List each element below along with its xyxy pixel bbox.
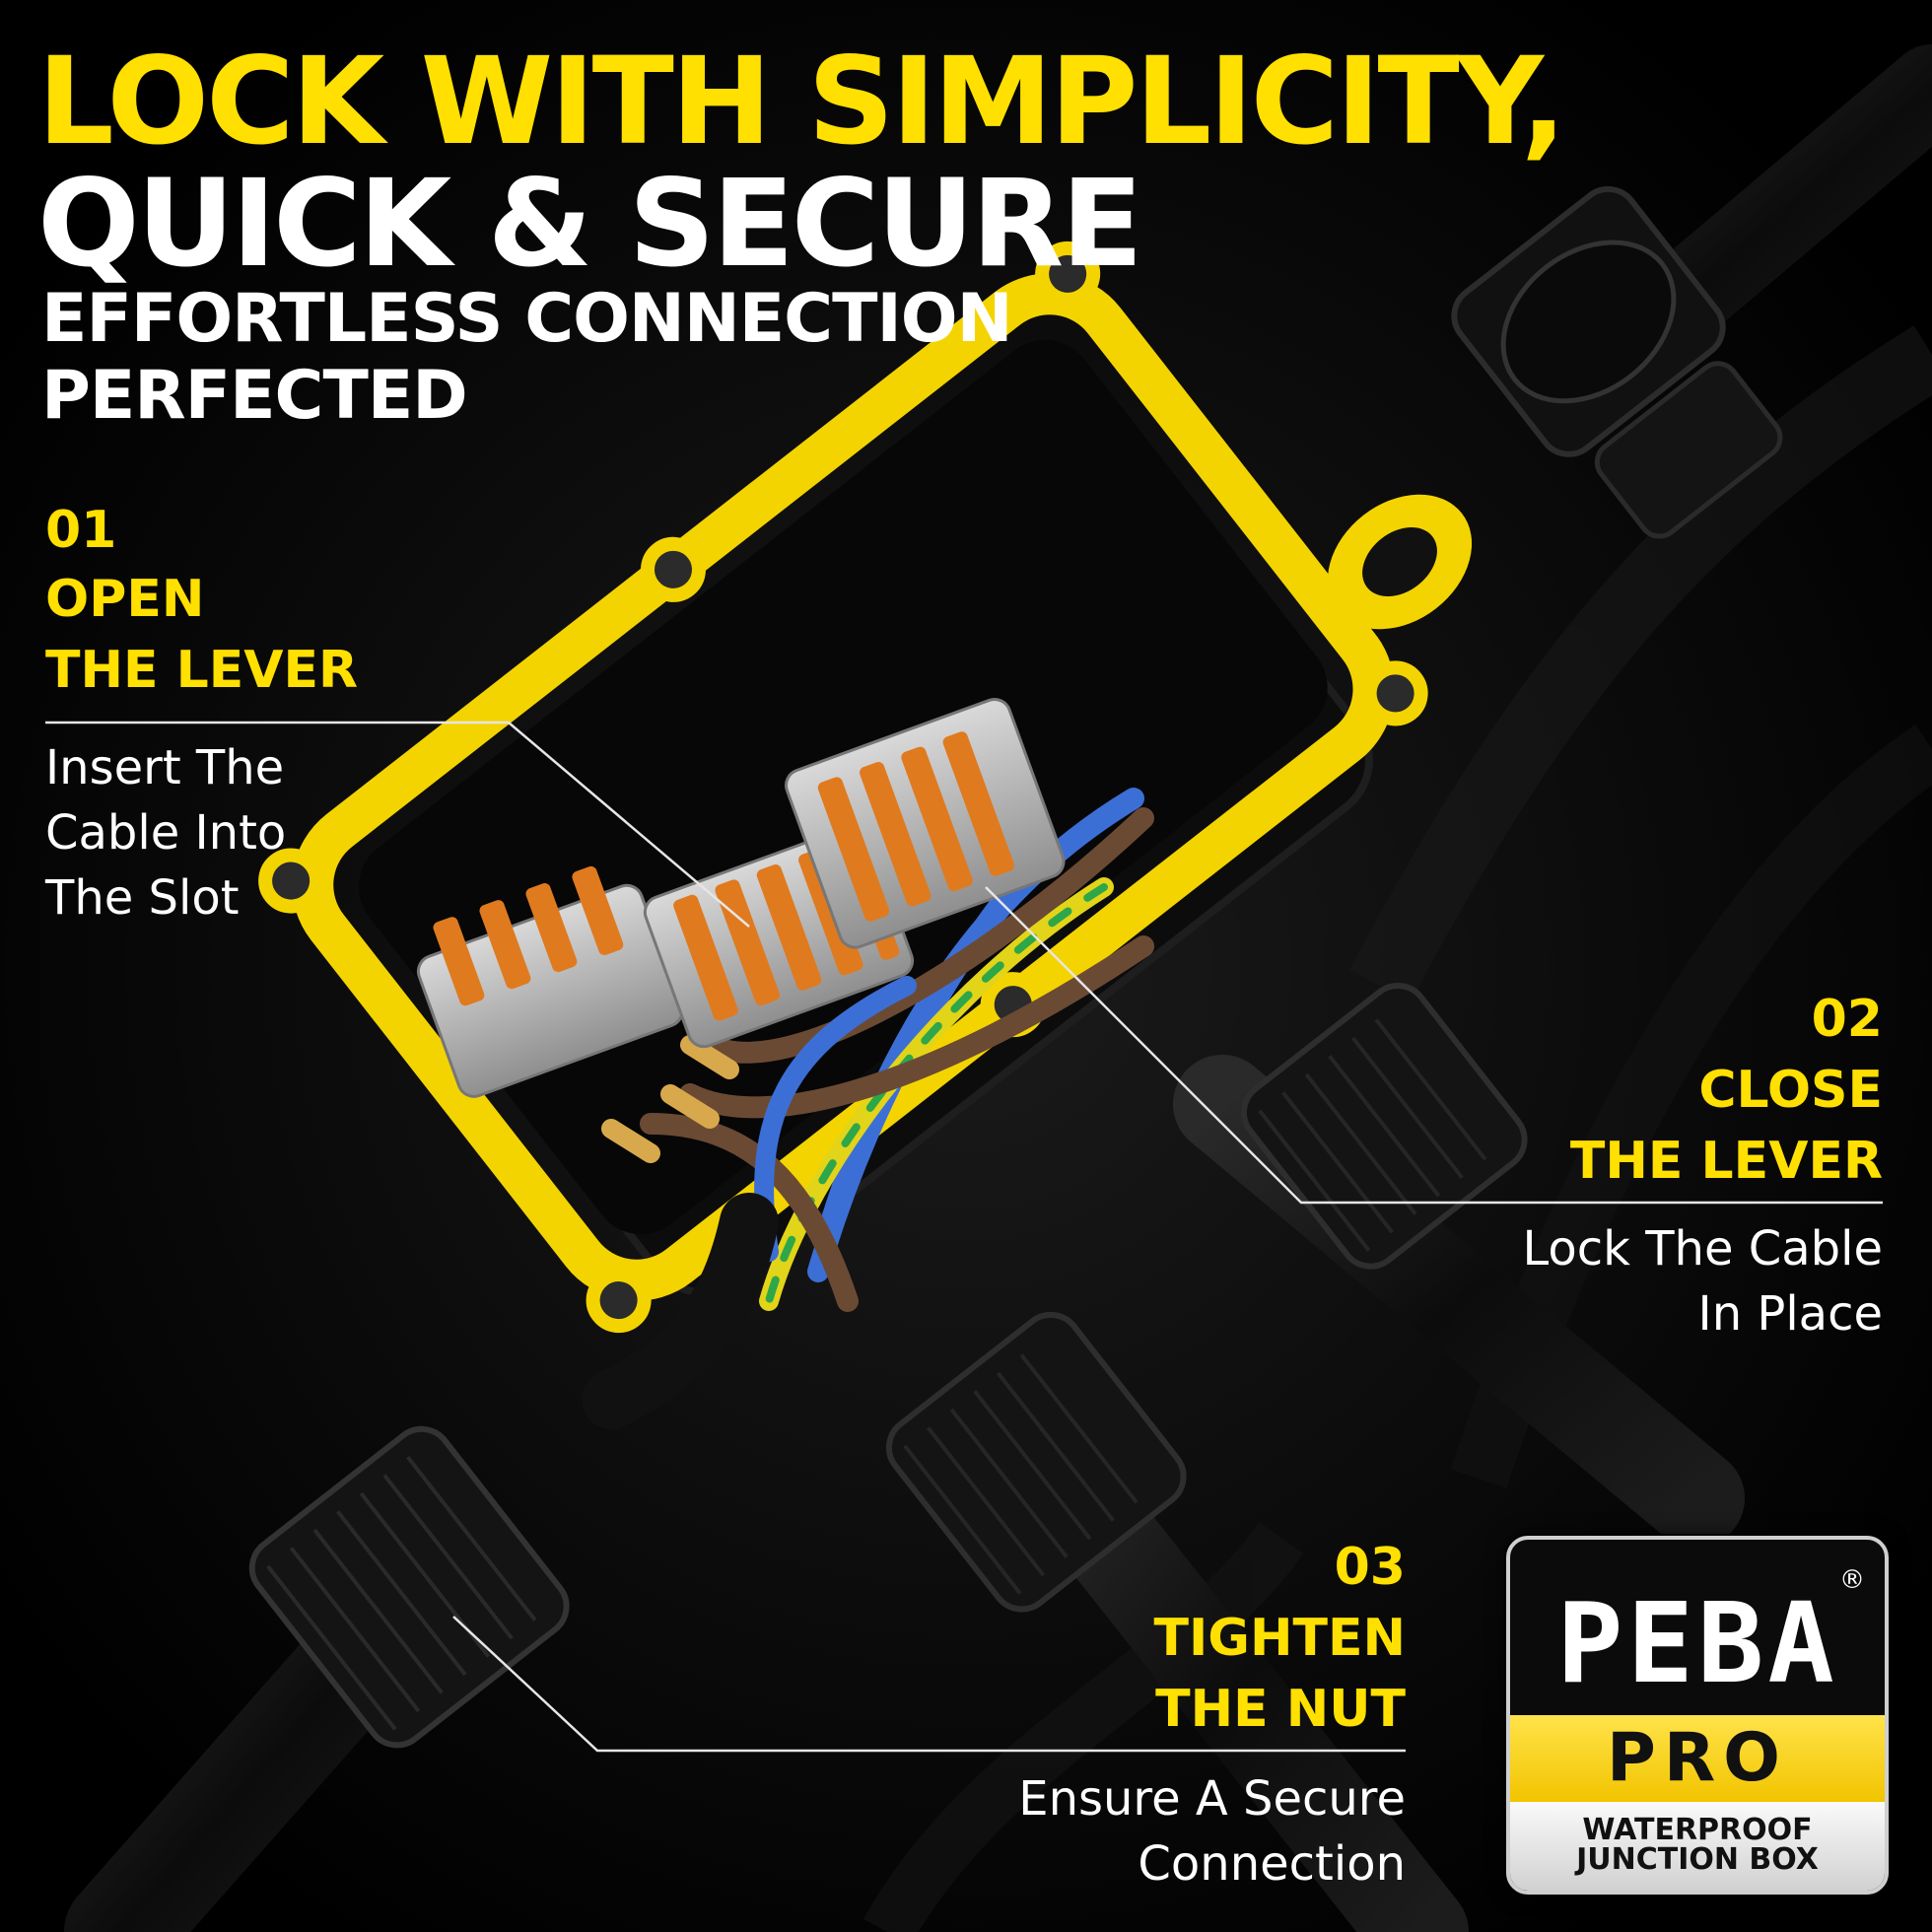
subheadline-line-2: PERFECTED [41,357,468,435]
badge-line-1: WATERPROOF [1582,1813,1813,1847]
step-01-number: 01 [45,501,117,560]
side-glands [248,983,1528,1749]
step-03-number: 03 [1334,1538,1406,1597]
step-01-desc-line-3: The Slot [45,870,240,926]
brand-logo: PEBA [1556,1580,1838,1708]
registered-mark: ® [1839,1565,1865,1595]
step-02-desc-line-2: In Place [1697,1286,1883,1342]
top-gland-nut [1327,185,1783,630]
callout-lines [45,721,1883,1753]
step-02-desc-line-1: Lock The Cable [1522,1221,1883,1276]
badge-line-2: JUNCTION BOX [1576,1842,1819,1877]
badge-tier: PRO [1510,1715,1885,1802]
step-03-desc-line-2: Connection [1138,1836,1406,1892]
step-03-title-line-1: TIGHTEN [1153,1609,1406,1668]
step-03-title-line-2: THE NUT [1155,1680,1406,1739]
callout-line-03 [452,1616,1406,1753]
subheadline-line-1: EFFORTLESS CONNECTION [41,280,1012,358]
callout-line-01 [45,721,750,928]
lever-connectors [416,697,1066,1098]
badge-product-type: WATERPROOF JUNCTION BOX [1510,1802,1885,1891]
step-01-title-line-2: THE LEVER [45,641,359,700]
step-02-title-line-2: THE LEVER [1569,1132,1883,1191]
step-01-desc-line-1: Insert The [45,740,285,795]
step-02-title-line-1: CLOSE [1698,1061,1883,1120]
step-02-number: 02 [1811,990,1883,1049]
step-01-desc-line-2: Cable Into [45,805,287,861]
headline-line-2: QUICK & SECURE [37,154,1143,294]
step-03-desc-line-1: Ensure A Secure [1018,1771,1406,1827]
brand-badge: PEBA ® PRO WATERPROOF JUNCTION BOX [1506,1536,1889,1895]
callout-line-02 [985,886,1883,1205]
step-01-title-line-1: OPEN [45,570,205,629]
copper-ends [601,1035,739,1163]
wires [582,788,1154,1429]
headline-line-1: LOCK WITH SIMPLICITY, [37,32,1566,172]
